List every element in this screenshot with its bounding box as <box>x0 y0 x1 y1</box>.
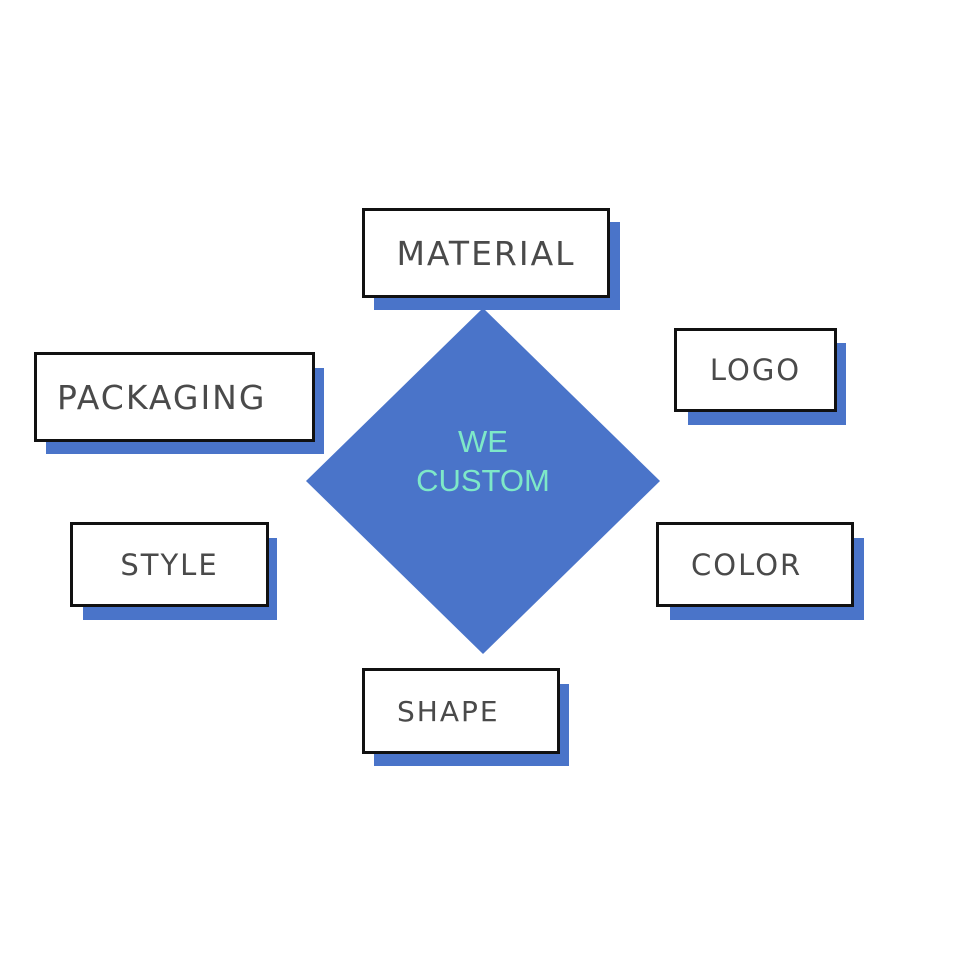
color-box: COLOR <box>656 522 854 607</box>
packaging-label: PACKAGING <box>57 377 267 417</box>
logo-box: LOGO <box>674 328 837 412</box>
logo-label: LOGO <box>709 353 802 387</box>
material-label: MATERIAL <box>396 233 576 273</box>
color-label: COLOR <box>691 547 803 582</box>
material-box: MATERIAL <box>362 208 610 298</box>
center-diamond-shape <box>306 308 660 654</box>
packaging-box: PACKAGING <box>34 352 315 442</box>
style-box: STYLE <box>70 522 269 607</box>
style-label: STYLE <box>120 547 219 582</box>
center-label-line1: WE <box>458 424 508 459</box>
shape-label: SHAPE <box>397 694 500 728</box>
shape-box: SHAPE <box>362 668 560 754</box>
center-label: WE CUSTOM <box>383 422 583 500</box>
center-label-line2: CUSTOM <box>416 463 550 498</box>
